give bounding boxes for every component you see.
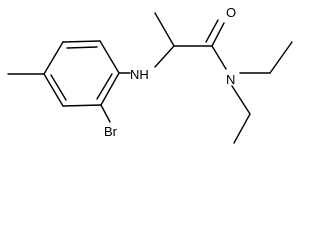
ring-bond (100, 72, 120, 106)
bromine-label: Br (104, 124, 118, 139)
amine-alpha-bond (154, 45, 175, 68)
carbonyl-amide-bond (211, 45, 227, 70)
ring-bond (62, 40, 101, 43)
ring-bond (43, 41, 64, 75)
ring-bond (62, 104, 102, 107)
bromine-bond (100, 104, 111, 123)
amine-nitrogen-label: NH (130, 67, 149, 82)
ring-bond (43, 73, 64, 107)
carbonyl-bond (211, 22, 225, 47)
ring-double-bond-inner (66, 46, 98, 49)
ring-double-bond-inner (50, 74, 67, 101)
ethyl-bond (233, 113, 251, 144)
benzene-ring (43, 40, 120, 107)
ring-bond (99, 40, 120, 74)
ring-double-bond-inner (96, 73, 113, 100)
carbonyl-bond-second (205, 19, 219, 43)
oxygen-label: O (226, 5, 236, 20)
ethyl-bond (269, 41, 293, 74)
ethyl-bond (231, 85, 251, 115)
structure-diagram: Br NH O N (7, 5, 293, 144)
alpha-methyl-bond (154, 12, 175, 47)
amide-nitrogen-label: N (226, 72, 235, 87)
